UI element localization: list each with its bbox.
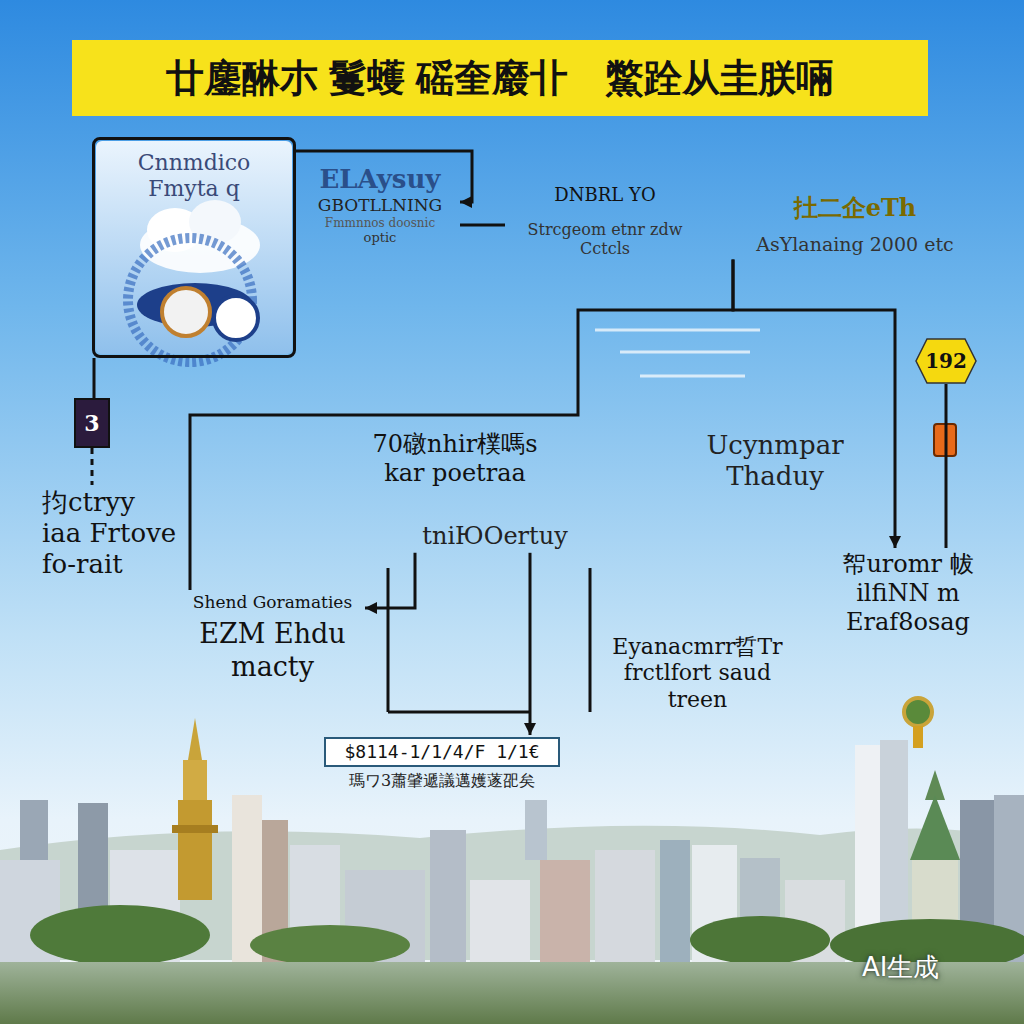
callout-hexagon: 192 [915,338,977,384]
node-text: tniЮOertuy [407,522,583,551]
arrowhead [365,602,377,614]
node-text: AsYlanaing 2000 etc [729,233,981,256]
node-text: EZM Ehdu macty [182,618,363,683]
arrowhead [524,723,536,735]
node-text: 瑪ワ3蕭肈遞議邁嬳蓫巶矣 [324,771,560,790]
node-text: optic [302,230,458,246]
connector-line [190,260,733,590]
text-group: tniЮOertuy [405,520,585,553]
node-text: 3 [84,410,99,436]
node-text: Shend Goramaties [182,592,363,612]
arrowhead [889,536,901,548]
node-text: Ucynmpar Thaduy [702,430,848,492]
text-group: 帤uromr 帗ilfiNN m Eraf8osag [822,548,994,638]
connector [946,384,947,548]
connector-line [529,553,532,735]
node-text: DNBRL YO [509,184,701,206]
arrowhead [460,196,472,208]
picture-panel [96,141,292,362]
connector [365,553,415,614]
node-text: ELAysuy [302,164,458,195]
connector [190,260,733,590]
node-text: 70礅nhir樸嗎s kar poetraa [352,430,558,488]
connector-line [945,384,948,548]
connector-line [733,260,895,548]
text-group: 70礅nhir樸嗎s kar poetraa [350,428,560,490]
callout-number: 3 [74,398,110,448]
watermark: AI生成 [862,950,939,985]
connector [460,225,505,226]
text-group: Shend GoramatiesEZM Ehdu macty [180,590,365,685]
node-text: Eyanacmrr晢Tr frctlfort saud treen [602,634,793,713]
node-text: $8114-1/1/4/F 1/1€ [324,737,560,767]
connector-line [91,448,94,485]
text-group: DNBRL YO Strcgeom etnr zdw Cctcls [505,180,705,262]
white-streaks [595,330,760,376]
node-text: 抣ctryy iaa Frtove fo-rait [42,487,178,581]
node-text: 192 [925,349,967,373]
node-text: 帤uromr 帗ilfiNN m Eraf8osag [824,550,992,636]
connector-line [93,358,96,398]
title-text: 廿鏖醂朩 鬘蠖 磘奎黀卝 鱉跧从圭朕啢 [166,53,833,104]
hexagon-outline [916,339,976,383]
city-skyline [0,718,1024,1024]
connector [524,553,536,735]
node-text: 扗二企eTh [729,194,981,223]
connector-line [296,151,472,202]
node-text: Fmmnnos doosnic [302,216,458,230]
node-text: Strcgeom etnr zdw Cctcls [509,220,701,258]
connector-line [365,553,415,608]
connector [733,260,901,548]
frame-lines [388,568,590,712]
text-group: Ucynmpar Thaduy [700,428,850,494]
title-banner: 廿鏖醂朩 鬘蠖 磘奎黀卝 鱉跧从圭朕啢 [72,40,928,116]
text-group: $8114-1/1/4/F 1/1€ 瑪ワ3蕭肈遞議邁嬳蓫巶矣 [322,735,562,792]
node-text: Cnnmdico Fmyta q [103,150,285,203]
text-group: 抣ctryy iaa Frtove fo-rait [40,485,180,583]
text-group: ELAysuyGBOTLLNINGFmmnnos doosnicoptic [300,162,460,248]
connector [94,358,95,398]
text-group: 扗二企eThAsYlanaing 2000 etc [725,190,985,260]
connector [92,448,93,485]
connector-line [460,224,505,227]
node-text: GBOTLLNING [302,195,458,215]
lantern-icon [904,698,932,748]
text-group: Eyanacmrr晢Tr frctlfort saud treen [600,632,795,715]
picture-box: Cnnmdico Fmyta q [92,137,296,358]
